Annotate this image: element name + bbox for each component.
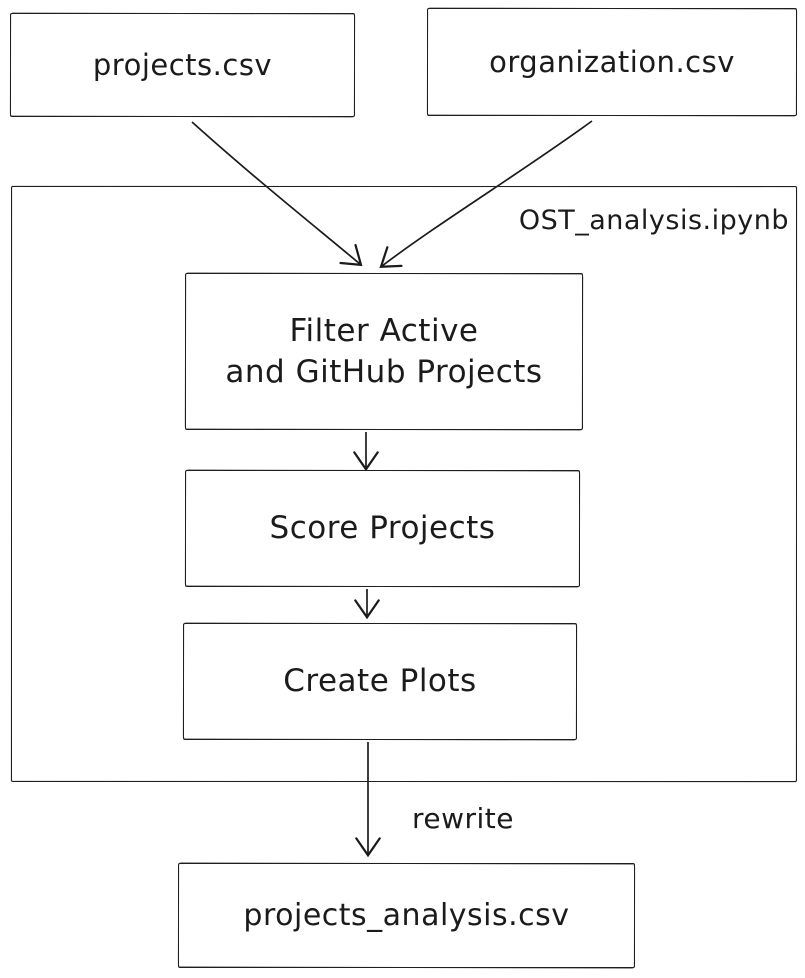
node-score-step: Score Projects	[185, 470, 580, 587]
node-filter-step-line1: Filter Active	[289, 312, 479, 349]
node-create-plots-step-label: Create Plots	[283, 663, 477, 700]
node-filter-step: Filter Active and GitHub Projects	[185, 273, 583, 430]
node-organization-csv: organization.csv	[427, 8, 797, 116]
node-projects-analysis-csv-label: projects_analysis.csv	[243, 897, 570, 933]
node-filter-step-line2: and GitHub Projects	[225, 353, 543, 390]
node-projects-csv: projects.csv	[10, 13, 355, 117]
node-filter-step-label: Filter Active and GitHub Projects	[225, 311, 542, 393]
node-projects-csv-label: projects.csv	[92, 47, 273, 82]
node-projects-analysis-csv: projects_analysis.csv	[178, 863, 635, 968]
notebook-container-title: OST_analysis.ipynb	[518, 205, 789, 236]
node-score-step-label: Score Projects	[269, 510, 496, 547]
node-create-plots-step: Create Plots	[183, 623, 577, 740]
notebook-container	[11, 186, 797, 782]
node-organization-csv-label: organization.csv	[489, 44, 735, 79]
edge-rewrite-label: rewrite	[411, 802, 515, 835]
